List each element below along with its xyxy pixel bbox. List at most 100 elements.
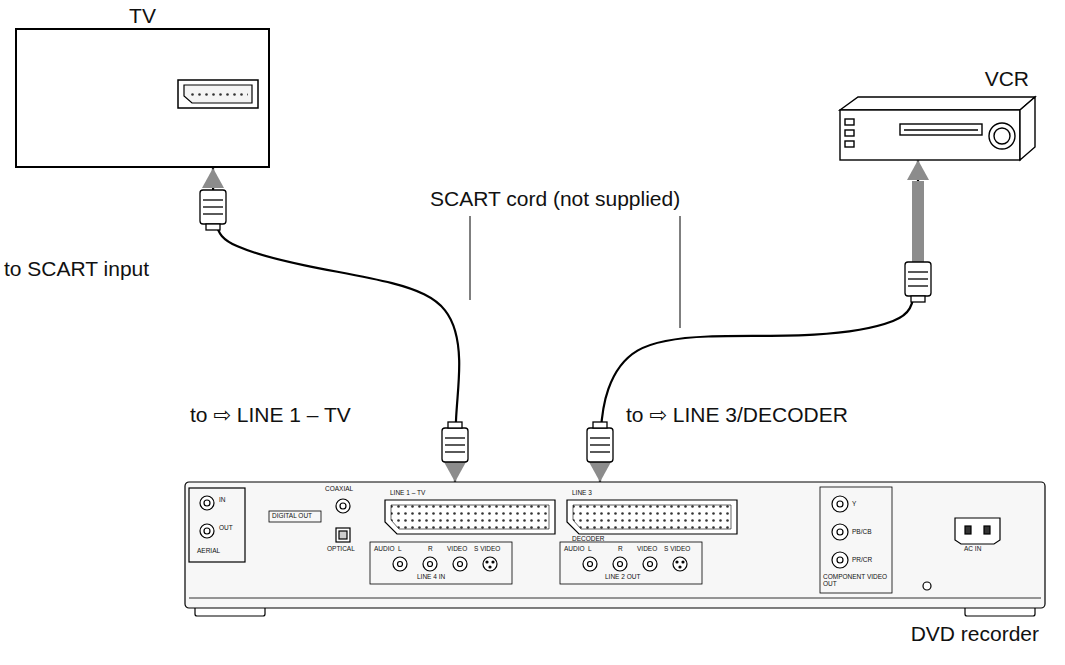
line-4-in-jacks — [428, 562, 433, 567]
line-2-out-jacks — [560, 542, 702, 584]
line-4-in-jacks — [370, 542, 512, 584]
callout-text: to ⇨ LINE 3/DECODER — [626, 404, 848, 426]
line-4-in-jacks — [483, 557, 497, 571]
recorder-panel — [185, 482, 1045, 616]
device-name: TV — [17, 4, 268, 28]
tv-scart-socket — [178, 80, 258, 108]
line-2-out-jacks — [673, 557, 687, 571]
digital-out-jacks — [336, 528, 350, 542]
scart-plug — [911, 296, 925, 302]
scart-plug — [905, 262, 931, 296]
scart-socket — [385, 500, 737, 534]
panel-label: AUDIO — [564, 546, 585, 553]
vcr-drawing — [900, 124, 982, 135]
scart-plug — [590, 444, 610, 445]
scart-plug — [203, 213, 223, 214]
line-4-in-jacks — [370, 542, 512, 584]
vcr-drawing — [840, 110, 1020, 160]
ac-inlet — [965, 526, 971, 534]
tv-scart-socket — [178, 80, 258, 108]
scart-socket — [573, 505, 731, 529]
ac-inlet — [984, 526, 990, 534]
line-2-out-jacks — [648, 562, 653, 567]
tv-scart-socket — [184, 85, 252, 103]
vcr-drawing — [840, 97, 1035, 160]
line-2-out-jacks — [643, 557, 657, 571]
panel-label: COAXIAL — [325, 486, 353, 493]
component-jacks — [837, 501, 843, 507]
scart-cord — [213, 168, 459, 482]
component-jacks — [820, 487, 892, 593]
line-4-in-jacks — [393, 557, 407, 571]
line-4-in-jacks — [423, 557, 437, 571]
line-4-in-jacks — [398, 562, 403, 567]
device-name: VCR — [840, 67, 1035, 91]
line-2-out-jacks — [679, 566, 681, 568]
line-2-out-jacks — [560, 542, 702, 584]
scart-plug — [908, 278, 928, 279]
recorder-box: DVD recorder — [185, 482, 1045, 620]
tv-box: TV — [15, 28, 270, 168]
digital-out-jacks — [340, 503, 346, 509]
panel-label: R — [428, 546, 433, 553]
digital-out-jacks — [339, 531, 347, 539]
callout-text: to SCART input — [4, 258, 149, 280]
vcr-drawing — [845, 119, 854, 125]
panel-label: VIDEO — [637, 546, 657, 553]
scart-plug — [442, 428, 468, 462]
line-2-out-jacks — [588, 562, 593, 567]
panel-label: DIGITAL OUT — [272, 513, 312, 520]
panel-label: PR/CR — [852, 557, 872, 564]
scart-plug — [445, 437, 465, 438]
panel-label: DECODER — [572, 536, 605, 543]
panel-label: AERIAL — [197, 548, 220, 555]
scart-plug — [448, 422, 462, 428]
panel-label: PB/CB — [852, 529, 872, 536]
aerial-jacks — [200, 496, 214, 510]
ac-inlet — [923, 582, 931, 590]
scart-plug — [587, 428, 613, 462]
leader-line — [470, 216, 680, 328]
scart-plug — [908, 271, 928, 272]
scart-plug — [200, 190, 226, 224]
panel-label: AC IN — [964, 546, 981, 553]
panel-label: LINE 3 — [572, 490, 592, 497]
aerial-jacks — [204, 528, 210, 534]
line-4-in-jacks — [492, 561, 494, 563]
digital-out-jacks — [269, 499, 350, 542]
device-name: DVD recorder — [185, 622, 1045, 646]
aerial-jacks — [200, 524, 214, 538]
panel-label: OPTICAL — [327, 546, 355, 553]
component-jacks — [832, 552, 848, 568]
component-jacks — [832, 524, 848, 540]
vcr-drawing — [845, 130, 854, 136]
scart-plug — [593, 422, 607, 428]
recorder-panel — [189, 598, 1041, 599]
vcr-drawing — [845, 141, 854, 147]
scart-plug — [445, 451, 465, 452]
component-jacks — [832, 496, 848, 512]
vcr-drawing — [994, 128, 1010, 144]
panel-label: LINE 1 – TV — [390, 490, 425, 497]
scart-socket — [391, 505, 549, 529]
arrow-shaft — [912, 181, 924, 263]
ac-inlet — [955, 518, 1000, 544]
callout-text: to ⇨ LINE 1 – TV — [190, 404, 351, 426]
panel-label: Y — [852, 501, 856, 508]
panel-label: AUDIO — [374, 546, 395, 553]
leader-line — [470, 216, 471, 300]
vcr-drawing — [840, 97, 1035, 110]
scart-plug — [206, 224, 220, 230]
line-4-in-jacks — [453, 557, 467, 571]
leader-line — [680, 216, 681, 328]
panel-label: R — [618, 546, 623, 553]
panel-label: IN — [219, 497, 226, 504]
panel-label: L — [398, 546, 402, 553]
scart-plug — [203, 199, 223, 200]
panel-label: COMPONENT VIDEO OUT — [823, 574, 889, 588]
panel-label: LINE 2 OUT — [605, 574, 640, 581]
panel-label: LINE 4 IN — [417, 574, 445, 581]
